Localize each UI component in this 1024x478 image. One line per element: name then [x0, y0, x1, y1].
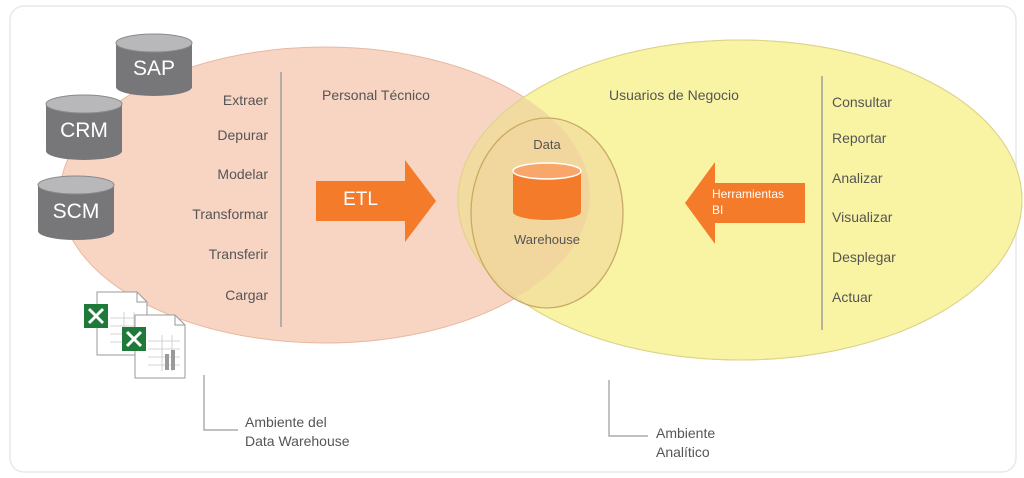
crm-database-icon	[45, 94, 123, 160]
warehouse-label-line2: Warehouse	[514, 232, 580, 247]
excel-file-icon	[122, 314, 186, 379]
step-reportar: Reportar	[832, 130, 887, 146]
step-cargar: Cargar	[225, 287, 268, 303]
bi-tools-arrow	[685, 162, 805, 244]
etl-arrow	[316, 160, 436, 242]
step-transferir: Transferir	[208, 246, 268, 262]
warehouse-database-icon	[512, 162, 582, 220]
dw-env-note-line1: Ambiente del	[245, 414, 327, 430]
dw-env-note-line2: Data Warehouse	[245, 433, 350, 449]
scm-label: SCM	[52, 200, 100, 223]
bi-tools-label-line1: Herramientas	[712, 187, 785, 201]
bi-tools-label-line2: BI	[712, 203, 724, 217]
step-visualizar: Visualizar	[832, 209, 893, 225]
analytic-env-note-line1: Ambiente	[656, 425, 716, 441]
etl-label: ETL	[343, 189, 378, 210]
dw-env-callout-line	[203, 375, 238, 431]
step-depurar: Depurar	[217, 127, 268, 143]
warehouse-label-line1: Data	[533, 137, 561, 152]
step-modelar: Modelar	[217, 166, 268, 182]
crm-label: CRM	[60, 119, 108, 142]
sap-database-icon	[115, 33, 193, 96]
step-analizar: Analizar	[832, 170, 883, 186]
analytic-env-note-line2: Analítico	[656, 444, 710, 460]
step-desplegar: Desplegar	[832, 249, 896, 265]
step-actuar: Actuar	[832, 289, 873, 305]
step-consultar: Consultar	[832, 94, 892, 110]
technical-staff-title: Personal Técnico	[322, 87, 430, 103]
analytic-env-callout-line	[608, 380, 648, 437]
scm-database-icon	[37, 175, 115, 240]
business-users-title: Usuarios de Negocio	[609, 87, 739, 103]
sap-label: SAP	[132, 57, 176, 80]
step-transformar: Transformar	[192, 206, 268, 222]
step-extraer: Extraer	[222, 92, 268, 108]
